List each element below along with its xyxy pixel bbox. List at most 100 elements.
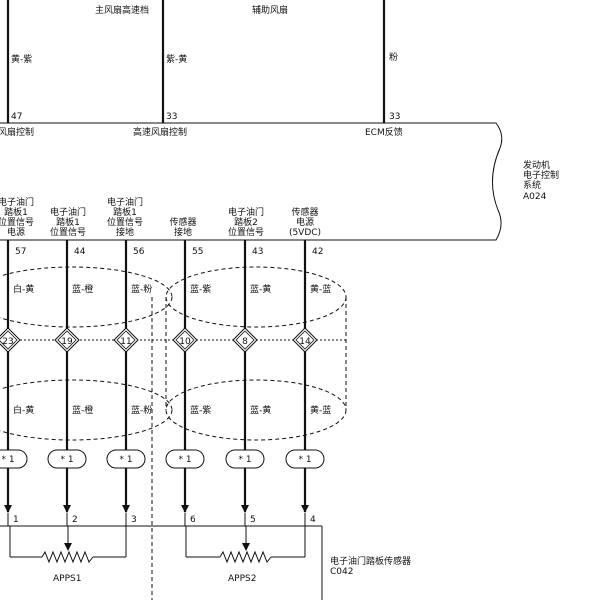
ecm-module-label: 发动机 电子控制 系统 A024: [523, 159, 559, 202]
ecm-feedback-label: ECM反馈: [365, 126, 403, 138]
wire-color-top-4: 蓝-紫: [190, 283, 211, 295]
svg-text:电子油门: 电子油门: [0, 196, 34, 208]
channel-5: 43蓝-黄蓝-黄8* 15: [225, 240, 271, 526]
channel-label-2: 电子油门 踏板1 位置信号: [50, 206, 86, 238]
svg-text:发动机: 发动机: [523, 159, 550, 171]
ecm-pin-6: 42: [312, 247, 323, 257]
svg-text:传感器: 传感器: [291, 206, 318, 218]
channel-label-1: 电子油门 踏板1 位置信号 电源: [0, 196, 34, 238]
sensor-pin-3: 3: [131, 515, 137, 525]
aux-fan-label: 辅助风扇: [252, 4, 288, 16]
sensor-pin-1: 1: [13, 515, 19, 525]
svg-text:14: 14: [299, 337, 311, 347]
svg-text:* 1: * 1: [298, 455, 311, 465]
wire-color-top-1: 白-黄: [13, 283, 34, 295]
svg-text:电子油门: 电子油门: [50, 206, 86, 218]
apps1-label: APPS1: [53, 574, 81, 584]
connector-4: 10: [172, 327, 198, 353]
splice-3: * 1: [106, 449, 146, 469]
main-fan-high-label: 主风扇高速档: [95, 4, 149, 16]
svg-text:踏板1: 踏板1: [4, 206, 28, 218]
sensor-module-name: 电子油门踏板传感器: [330, 555, 411, 567]
svg-text:接地: 接地: [116, 226, 134, 238]
arrow-5: [241, 505, 249, 513]
svg-text:19: 19: [61, 337, 73, 347]
ecm-module-box: [0, 122, 503, 241]
svg-text:8: 8: [242, 337, 248, 347]
wire-color-top-3: 蓝-粉: [131, 283, 152, 295]
svg-text:踏板1: 踏板1: [56, 216, 80, 228]
svg-text:传感器: 传感器: [169, 216, 196, 228]
wire-color-top-6: 黄-蓝: [310, 283, 331, 295]
top-pin-2: 33: [166, 112, 177, 122]
connector-6: 14: [292, 327, 318, 353]
shield-left: [0, 266, 173, 600]
arrow-4: [181, 505, 189, 513]
channel-2: 44蓝-橙蓝-橙19* 12: [47, 240, 93, 526]
svg-text:踏板2: 踏板2: [234, 216, 258, 228]
svg-text:踏板1: 踏板1: [113, 206, 137, 218]
top-pin-3: 33: [389, 112, 400, 122]
svg-text:* 1: * 1: [60, 455, 73, 465]
wire-color-bottom-5: 蓝-黄: [250, 404, 271, 416]
wire-color-bottom-2: 蓝-橙: [72, 404, 93, 416]
top-wire-color-2: 紫-黄: [166, 53, 187, 65]
channel-label-5: 电子油门 踏板2 位置信号: [228, 206, 264, 238]
sensor-module-code: C042: [330, 567, 353, 577]
apps1-resistor: [9, 526, 127, 564]
svg-text:位置信号: 位置信号: [228, 226, 264, 238]
splice-4: * 1: [165, 449, 205, 469]
svg-text:* 1: * 1: [119, 455, 132, 465]
svg-text:位置信号: 位置信号: [107, 216, 143, 228]
apps2-label: APPS2: [228, 574, 256, 584]
ecm-pin-4: 55: [192, 247, 203, 257]
svg-text:10: 10: [179, 337, 191, 347]
connector-5: 8: [232, 327, 258, 353]
wire-color-top-5: 蓝-黄: [250, 283, 271, 295]
sensor-pin-5: 5: [250, 515, 256, 525]
svg-text:11: 11: [120, 337, 131, 347]
splice-2: * 1: [47, 449, 87, 469]
svg-text:电子控制: 电子控制: [523, 169, 559, 181]
svg-text:* 1: * 1: [1, 455, 14, 465]
arrow-3: [122, 505, 130, 513]
top-pin-1: 47: [11, 112, 22, 122]
svg-text:位置信号: 位置信号: [0, 216, 34, 228]
svg-text:接地: 接地: [174, 226, 192, 238]
svg-text:电子油门: 电子油门: [228, 206, 264, 218]
splice-6: * 1: [285, 449, 325, 469]
shield-right: [165, 266, 347, 441]
top-wire-color-1: 黄-紫: [11, 53, 32, 65]
splice-1: * 1: [0, 449, 28, 469]
ecm-pin-5: 43: [252, 247, 263, 257]
svg-text:电源: 电源: [296, 216, 314, 228]
svg-text:系统: 系统: [523, 179, 541, 191]
sensor-module: [0, 525, 323, 600]
ecm-pin-3: 56: [133, 247, 145, 257]
svg-text:电源: 电源: [7, 226, 25, 238]
arrow-2: [63, 505, 71, 513]
channel-1: 57白-黄白-黄23* 11: [0, 240, 34, 526]
connector-2: 19: [54, 327, 80, 353]
svg-text:23: 23: [2, 337, 13, 347]
arrow-1: [4, 505, 12, 513]
wire-color-top-2: 蓝-橙: [72, 283, 93, 295]
wire-color-bottom-6: 黄-蓝: [310, 404, 331, 416]
ecm-pin-2: 44: [74, 247, 86, 257]
splice-5: * 1: [225, 449, 265, 469]
wire-color-bottom-3: 蓝-粉: [131, 404, 152, 416]
apps2-resistor: [185, 526, 306, 564]
ecm-pin-1: 57: [15, 247, 26, 257]
svg-text:* 1: * 1: [178, 455, 191, 465]
channel-3: 56蓝-粉蓝-粉11* 13: [106, 240, 152, 526]
sensor-pin-4: 6: [190, 515, 196, 525]
channel-label-6: 传感器 电源 (5VDC): [289, 206, 321, 238]
top-wire-color-3: 粉: [389, 51, 398, 63]
svg-text:(5VDC): (5VDC): [289, 228, 321, 238]
connector-1: 23: [0, 327, 21, 353]
svg-text:A024: A024: [523, 192, 547, 202]
sensor-pin-6: 4: [310, 515, 316, 525]
fan-control-label: 风扇控制: [0, 126, 34, 138]
